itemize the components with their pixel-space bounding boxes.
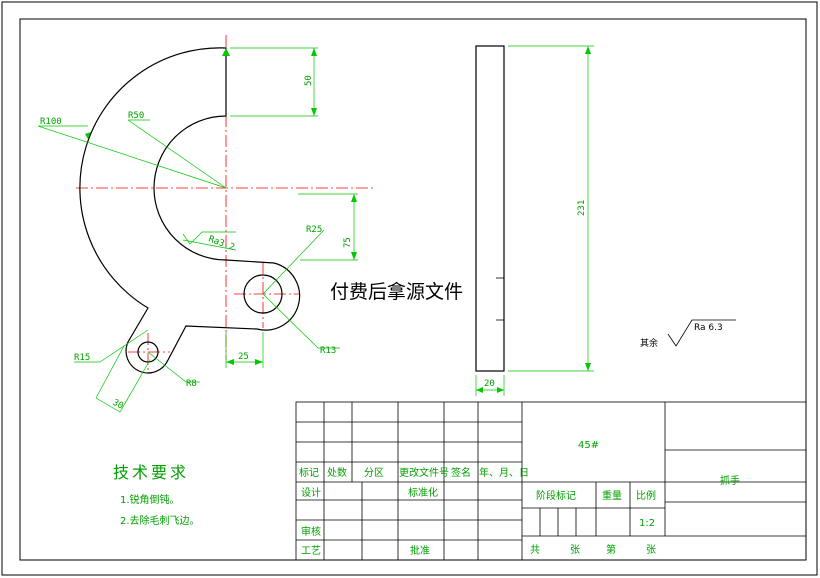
dim-231: 231: [577, 200, 587, 216]
dim-r50: R50: [128, 111, 144, 121]
overlay-note: 付费后拿源文件: [330, 280, 463, 303]
tech-req-title: 技术要求: [113, 463, 189, 482]
sheet-total-label: 共: [530, 544, 540, 556]
review-label: 审核: [301, 525, 321, 538]
sheet-index-label: 第: [606, 543, 616, 556]
dim-ra-local: Ra3.2: [207, 234, 236, 253]
design-label: 设计: [301, 486, 321, 499]
side-view-body: [475, 45, 505, 372]
roughness-symbol-local: [182, 231, 236, 245]
dim-r8: R8: [186, 379, 197, 389]
front-dimensions: [37, 47, 358, 413]
gripper-outer-contour: [79, 47, 301, 374]
pin-hole: [137, 341, 159, 363]
approve-label: 批准: [410, 544, 430, 557]
dim-r13: R13: [320, 346, 336, 356]
stage-mark-label: 阶段标记: [536, 489, 576, 502]
rev-header-mark: 标记: [299, 467, 319, 479]
rev-header-count: 处数: [327, 466, 347, 479]
sheet-unit-label-2: 张: [646, 544, 656, 556]
dim-75: 75: [343, 237, 353, 248]
standardize-label: 标准化: [408, 486, 438, 499]
part-name-text: 抓手: [720, 474, 740, 487]
dim-r25: R25: [306, 225, 322, 235]
scale-value: 1:2: [639, 518, 655, 529]
surface-finish-value: Ra 6.3: [694, 323, 723, 333]
dim-50: 50: [304, 75, 314, 86]
dim-30: 30: [111, 398, 125, 412]
process-label: 工艺: [301, 545, 321, 557]
boss-hole: [243, 274, 283, 314]
sheet-unit-label-1: 张: [570, 544, 580, 556]
dim-r15: R15: [74, 353, 90, 363]
dim-20: 20: [484, 379, 495, 389]
side-dimensions: [475, 45, 594, 396]
title-block: [295, 401, 807, 561]
surface-finish-symbol: [667, 319, 736, 347]
dim-r100: R100: [40, 117, 62, 127]
rev-header-sign: 签名: [451, 466, 471, 479]
tech-req-item-2: 2.去除毛刺飞边。: [120, 514, 200, 527]
scale-label: 比例: [636, 489, 656, 502]
tech-req-item-1: 1.锐角倒钝。: [120, 493, 180, 506]
material-text: 45#: [578, 440, 599, 451]
dim-25: 25: [238, 352, 249, 362]
rev-header-zone: 分区: [364, 467, 384, 479]
rev-header-date: 年、月、日: [479, 466, 529, 479]
weight-label: 重量: [602, 489, 622, 502]
rev-header-docno: 更改文件号: [399, 466, 449, 479]
surface-finish-label: 其余: [640, 337, 658, 349]
